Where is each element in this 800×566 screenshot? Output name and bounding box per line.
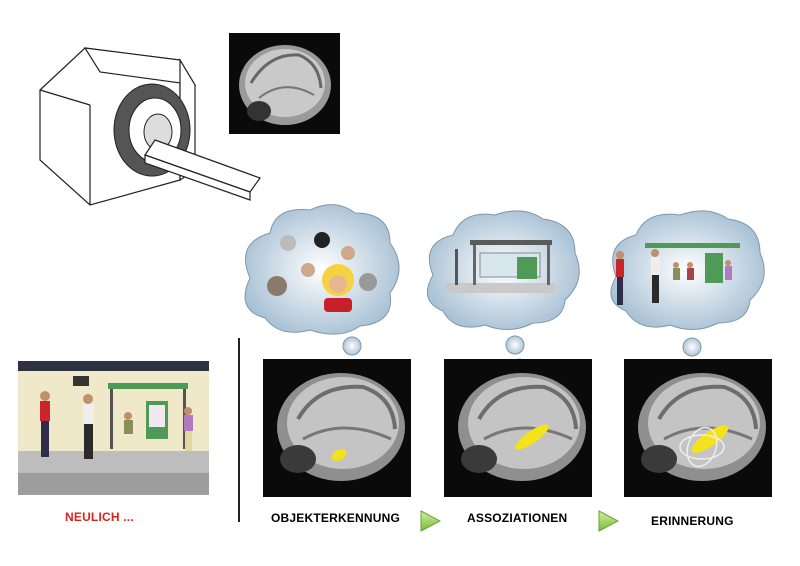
step-label-memory: ERINNERUNG <box>651 514 734 528</box>
thought-cloud-faces <box>244 204 400 373</box>
mri-scanner-illustration <box>39 47 261 206</box>
arrow-right-icon <box>598 510 619 532</box>
scene-label: NEULICH ... <box>65 510 134 524</box>
brain-scan-object-recognition <box>263 359 411 497</box>
brain-scan-associations <box>444 359 592 497</box>
bus-shelter-icon <box>445 240 555 293</box>
person-icon <box>616 243 740 305</box>
face-icon <box>267 232 377 312</box>
brain-scan-memory <box>624 359 772 497</box>
step-label-associations: ASSOZIATIONEN <box>467 511 568 525</box>
arrow-right-icon <box>420 510 441 532</box>
brain-scan-thumbnail <box>229 33 340 134</box>
step-label-object-recognition: OBJEKTERKENNUNG <box>271 511 401 525</box>
thought-cloud-shelter <box>426 210 580 372</box>
divider-line <box>238 338 240 522</box>
bus-stop-scene <box>18 361 209 495</box>
thought-cloud-scene <box>610 210 765 374</box>
